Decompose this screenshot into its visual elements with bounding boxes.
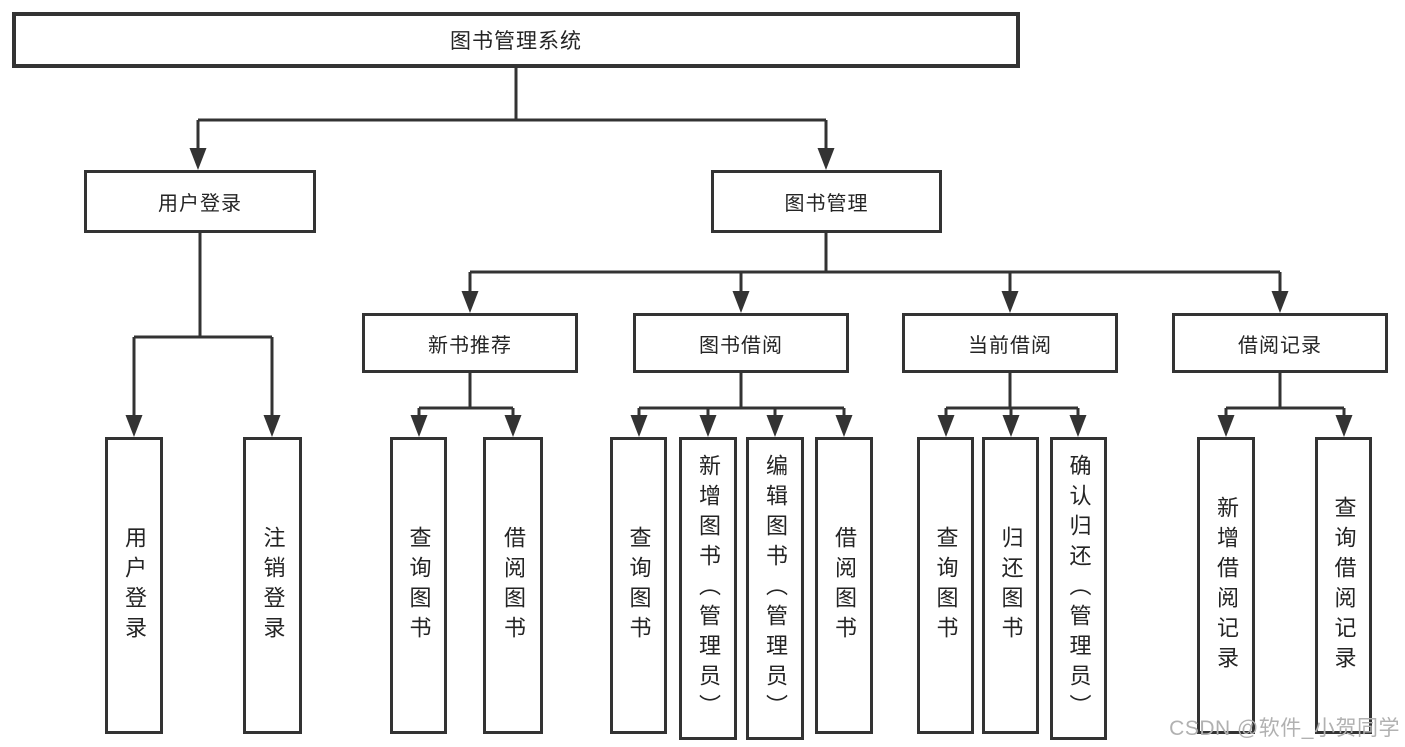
connector-current-borrow-to-leaves (937, 373, 1087, 437)
connector-root-to-level2 (189, 68, 835, 170)
leaf-add-borrow-record-label: 新增借阅记录 (1214, 495, 1239, 676)
node-book-borrow: 图书借阅 (633, 313, 849, 373)
connector-book-borrow-to-leaves (630, 373, 853, 437)
leaf-query-books-rec: 查询图书 (390, 437, 447, 734)
leaf-user-login: 用户登录 (105, 437, 163, 734)
node-book-mgmt: 图书管理 (711, 170, 942, 233)
leaf-borrow-books-label: 借阅图书 (832, 525, 857, 646)
node-new-book-rec: 新书推荐 (362, 313, 578, 373)
leaf-edit-book-admin-label: 编辑图书（管理员） (763, 453, 788, 724)
leaf-query-books-borrow: 查询图书 (610, 437, 667, 734)
leaf-return-book-label: 归还图书 (998, 525, 1024, 646)
node-borrow-records: 借阅记录 (1172, 313, 1388, 373)
node-current-borrow: 当前借阅 (902, 313, 1118, 373)
connector-user-login-to-leaves (125, 233, 281, 437)
leaf-logout-label: 注销登录 (260, 525, 286, 646)
leaf-borrow-books-rec: 借阅图书 (483, 437, 543, 734)
leaf-query-borrow-record-label: 查询借阅记录 (1331, 495, 1357, 676)
connector-book-mgmt-to-level3 (461, 233, 1289, 313)
leaf-return-book: 归还图书 (982, 437, 1039, 734)
leaf-user-login-label: 用户登录 (122, 525, 147, 646)
watermark: CSDN @软件_小贺同学 (1169, 717, 1400, 740)
leaf-query-books-borrow-label: 查询图书 (626, 525, 652, 646)
leaf-confirm-return-admin-label: 确认归还（管理员） (1066, 453, 1092, 724)
leaf-add-book-admin-label: 新增图书（管理员） (696, 453, 721, 724)
leaf-logout: 注销登录 (243, 437, 302, 734)
leaf-add-borrow-record: 新增借阅记录 (1197, 437, 1255, 734)
leaf-query-books-rec-label: 查询图书 (406, 525, 432, 646)
leaf-query-books-current-label: 查询图书 (933, 525, 959, 646)
leaf-borrow-books: 借阅图书 (815, 437, 873, 734)
node-root: 图书管理系统 (12, 12, 1020, 68)
connector-borrow-records-to-leaves (1217, 373, 1353, 437)
connector-new-book-rec-to-leaves (410, 373, 522, 437)
leaf-query-books-current: 查询图书 (917, 437, 974, 734)
leaf-edit-book-admin: 编辑图书（管理员） (746, 437, 804, 740)
leaf-query-borrow-record: 查询借阅记录 (1315, 437, 1372, 734)
leaf-add-book-admin: 新增图书（管理员） (679, 437, 737, 740)
leaf-borrow-books-rec-label: 借阅图书 (501, 525, 526, 646)
node-user-login: 用户登录 (84, 170, 316, 233)
leaf-confirm-return-admin: 确认归还（管理员） (1050, 437, 1107, 740)
